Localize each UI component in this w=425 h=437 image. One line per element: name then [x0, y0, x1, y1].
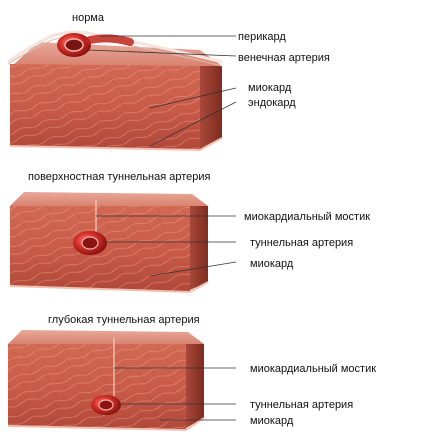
panel-title: глубокая туннельная артерия [48, 314, 200, 326]
panel-title: поверхностная туннельная артерия [28, 171, 211, 183]
label-endocardium: эндокард [248, 97, 296, 109]
panel-title: норма [72, 12, 105, 24]
panel-superficial-tunnel: поверхностная туннельная артерия миокард… [10, 171, 370, 292]
myocardium-top-face [10, 192, 208, 206]
tunnel-artery [73, 231, 107, 255]
label-myocardial-bridge: миокардиальный мостик [250, 363, 376, 375]
label-tunnel-artery: туннельная артерия [250, 237, 353, 249]
myocardium-side-face [200, 66, 222, 150]
panel-deep-tunnel: глубокая туннельная артерия миокардиальн… [8, 314, 376, 430]
myocardium-side-face [186, 344, 204, 428]
label-coronary-artery: венечная артерия [238, 52, 330, 64]
label-myocardium: миокард [250, 258, 294, 270]
panel-normal: норма перикард венечная артерия миокард … [8, 12, 330, 150]
tunnel-artery [91, 395, 121, 415]
label-myocardium: миокард [250, 415, 294, 427]
label-myocardial-bridge: миокардиальный мостик [244, 211, 370, 223]
myocardium-side-face [190, 206, 208, 290]
label-tunnel-artery: туннельная артерия [250, 399, 353, 411]
myocardium-top-face [8, 330, 204, 344]
label-myocardium: миокард [248, 82, 292, 94]
label-pericardium: перикард [238, 31, 286, 43]
